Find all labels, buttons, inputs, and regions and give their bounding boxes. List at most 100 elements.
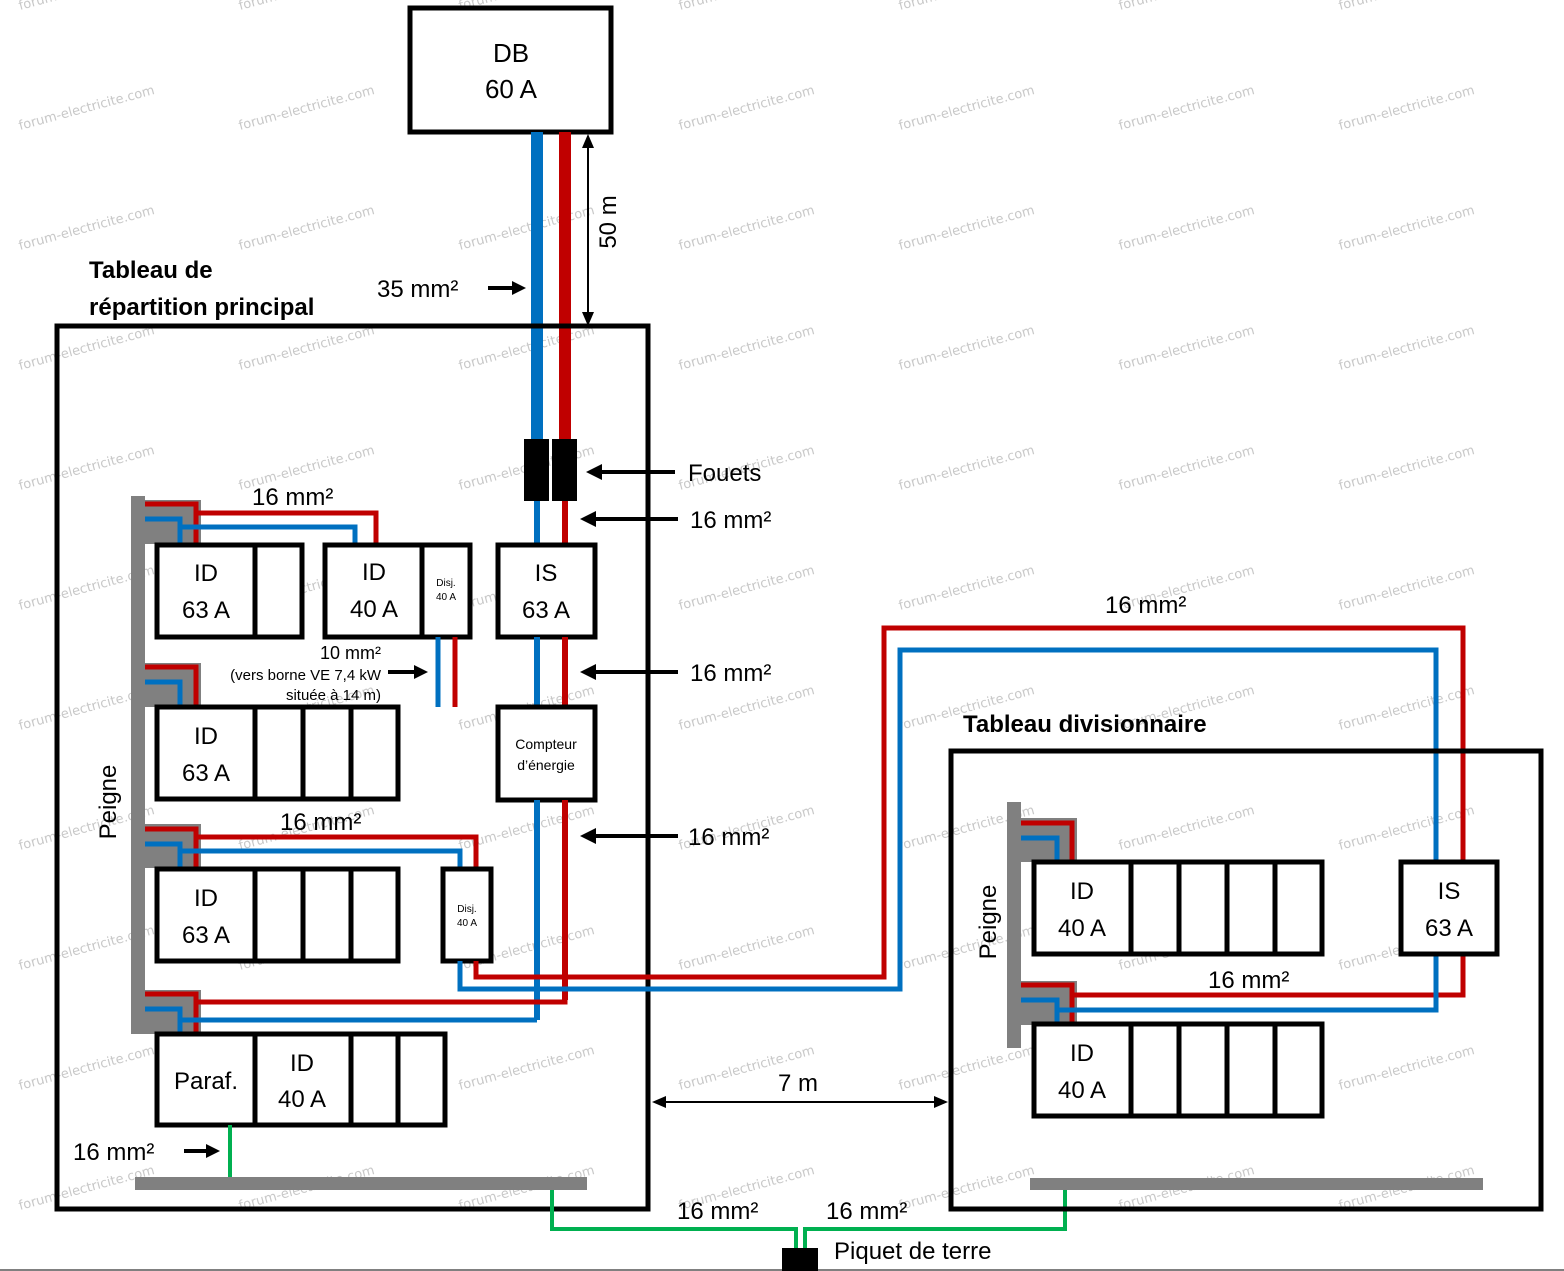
svg-text:40 A: 40 A bbox=[1058, 915, 1106, 942]
svg-text:forum-electricite.com: forum-electricite.com bbox=[17, 0, 156, 14]
svg-text:forum-electricite.com: forum-electricite.com bbox=[457, 323, 596, 374]
sub-panel-title: Tableau divisionnaire bbox=[963, 711, 1207, 738]
row1-feed-wires bbox=[180, 510, 379, 545]
svg-text:forum-electricite.com: forum-electricite.com bbox=[1337, 563, 1476, 614]
arrow-right-icon bbox=[512, 281, 526, 295]
section-callout-after-meter: 16 mm² bbox=[580, 824, 769, 851]
main-row1-id63: ID 63 A bbox=[154, 542, 305, 640]
db-source-box: DB 60 A bbox=[407, 5, 614, 135]
svg-text:40 A: 40 A bbox=[278, 1086, 326, 1113]
db-label: DB bbox=[493, 38, 529, 68]
feeder-section-callout: 35 mm² bbox=[377, 276, 526, 303]
fouets-terminals bbox=[524, 439, 577, 501]
svg-text:forum-electricite.com: forum-electricite.com bbox=[677, 923, 816, 974]
svg-text:forum-electricite.com: forum-electricite.com bbox=[1117, 83, 1256, 134]
feeder-cable bbox=[531, 132, 571, 440]
svg-text:forum-electricite.com: forum-electricite.com bbox=[1117, 443, 1256, 494]
svg-text:forum-electricite.com: forum-electricite.com bbox=[457, 203, 596, 254]
svg-text:forum-electricite.com: forum-electricite.com bbox=[897, 323, 1036, 374]
distance-dimension: 7 m bbox=[652, 1070, 948, 1108]
arrow-right-icon bbox=[206, 1144, 220, 1158]
svg-text:forum-electricite.com: forum-electricite.com bbox=[1337, 83, 1476, 134]
svg-text:ID: ID bbox=[290, 1050, 314, 1077]
sub-earth-bar bbox=[1030, 1178, 1483, 1190]
svg-text:forum-electricite.com: forum-electricite.com bbox=[1337, 683, 1476, 734]
svg-text:ID: ID bbox=[1070, 1040, 1094, 1067]
svg-text:63 A: 63 A bbox=[182, 597, 230, 624]
svg-text:forum-electricite.com: forum-electricite.com bbox=[897, 83, 1036, 134]
svg-text:16 mm²: 16 mm² bbox=[688, 824, 769, 851]
svg-text:forum-electricite.com: forum-electricite.com bbox=[677, 83, 816, 134]
sub-internal-section-label: 16 mm² bbox=[1208, 967, 1289, 994]
svg-text:forum-electricite.com: forum-electricite.com bbox=[1337, 443, 1476, 494]
main-row2-id63: ID 63 A bbox=[154, 704, 401, 802]
svg-text:63 A: 63 A bbox=[1425, 915, 1473, 942]
feeder-section-label: 35 mm² bbox=[377, 276, 458, 303]
surge-earth-callout: 16 mm² bbox=[73, 1139, 220, 1166]
svg-text:forum-electricite.com: forum-electricite.com bbox=[677, 323, 816, 374]
feeder-length-label: 50 m bbox=[595, 195, 622, 248]
main-is-switch: IS 63 A bbox=[495, 542, 598, 640]
svg-text:forum-electricite.com: forum-electricite.com bbox=[897, 1163, 1036, 1214]
earth-rod bbox=[782, 1248, 818, 1271]
svg-text:forum-electricite.com: forum-electricite.com bbox=[897, 0, 1036, 14]
svg-text:forum-electricite.com: forum-electricite.com bbox=[677, 563, 816, 614]
sub-comb: Peigne bbox=[975, 802, 1077, 1048]
svg-text:forum-electricite.com: forum-electricite.com bbox=[17, 1043, 156, 1094]
svg-text:IS: IS bbox=[535, 560, 558, 587]
sub-feed-section-label: 16 mm² bbox=[1105, 592, 1186, 619]
arrow-left-icon bbox=[580, 511, 596, 527]
main-row4-surge-id40: Paraf. ID 40 A bbox=[154, 1031, 448, 1128]
row1-section-label: 16 mm² bbox=[252, 484, 333, 511]
arrow-right-icon bbox=[414, 665, 428, 679]
svg-text:forum-electricite.com: forum-electricite.com bbox=[1337, 0, 1476, 14]
svg-text:forum-electricite.com: forum-electricite.com bbox=[897, 443, 1036, 494]
svg-text:forum-electricite.com: forum-electricite.com bbox=[17, 443, 156, 494]
svg-text:16 mm²: 16 mm² bbox=[826, 1198, 907, 1225]
fouets-callout: Fouets bbox=[586, 460, 761, 487]
svg-text:40 A: 40 A bbox=[350, 596, 398, 623]
svg-text:d’énergie: d’énergie bbox=[517, 757, 575, 773]
svg-text:16 mm²: 16 mm² bbox=[690, 507, 771, 534]
sub-row2-id40: ID 40 A bbox=[1031, 1021, 1325, 1119]
svg-text:forum-electricite.com: forum-electricite.com bbox=[237, 83, 376, 134]
svg-text:Paraf.: Paraf. bbox=[174, 1068, 238, 1095]
svg-text:forum-electricite.com: forum-electricite.com bbox=[17, 203, 156, 254]
svg-text:40 A: 40 A bbox=[436, 592, 456, 603]
svg-text:ID: ID bbox=[194, 885, 218, 912]
svg-text:forum-electricite.com: forum-electricite.com bbox=[17, 83, 156, 134]
svg-text:ID: ID bbox=[194, 560, 218, 587]
sub-panel-feed-cable bbox=[457, 625, 1466, 992]
fouets-label: Fouets bbox=[688, 460, 761, 487]
svg-text:40 A: 40 A bbox=[457, 918, 477, 929]
svg-text:forum-electricite.com: forum-electricite.com bbox=[677, 683, 816, 734]
sub-panel-enclosure bbox=[948, 748, 1544, 1212]
svg-text:forum-electricite.com: forum-electricite.com bbox=[1337, 1043, 1476, 1094]
svg-text:forum-electricite.com: forum-electricite.com bbox=[1337, 323, 1476, 374]
main-panel-title-line1: Tableau de bbox=[89, 257, 213, 284]
svg-text:forum-electricite.com: forum-electricite.com bbox=[1117, 323, 1256, 374]
main-earth-bar bbox=[135, 1177, 587, 1190]
main-comb-label: Peigne bbox=[95, 765, 122, 840]
section-callout-after-is: 16 mm² bbox=[580, 660, 771, 687]
svg-text:forum-electricite.com: forum-electricite.com bbox=[237, 203, 376, 254]
svg-text:forum-electricite.com: forum-electricite.com bbox=[897, 1043, 1036, 1094]
main-breaker-40-to-sub: Disj. 40 A bbox=[440, 866, 494, 964]
svg-text:ID: ID bbox=[1070, 878, 1094, 905]
svg-text:63 A: 63 A bbox=[182, 760, 230, 787]
svg-text:forum-electricite.com: forum-electricite.com bbox=[1117, 203, 1256, 254]
svg-text:forum-electricite.com: forum-electricite.com bbox=[677, 0, 816, 14]
svg-text:forum-electricite.com: forum-electricite.com bbox=[237, 0, 376, 14]
svg-text:forum-electricite.com: forum-electricite.com bbox=[457, 1043, 596, 1094]
svg-text:forum-electricite.com: forum-electricite.com bbox=[1337, 803, 1476, 854]
main-panel-title-line2: répartition principal bbox=[89, 294, 314, 321]
svg-text:63 A: 63 A bbox=[182, 922, 230, 949]
ev-callout: 10 mm² (vers borne VE 7,4 kW située à 14… bbox=[230, 643, 428, 704]
svg-text:forum-electricite.com: forum-electricite.com bbox=[237, 323, 376, 374]
svg-text:forum-electricite.com: forum-electricite.com bbox=[897, 203, 1036, 254]
row3-section-label: 16 mm² bbox=[280, 809, 361, 836]
sub-row1-id40: ID 40 A bbox=[1031, 859, 1325, 957]
arrow-left-icon bbox=[580, 664, 596, 680]
main-row1-id40-ev: ID 40 A Disj. 40 A bbox=[322, 542, 473, 640]
